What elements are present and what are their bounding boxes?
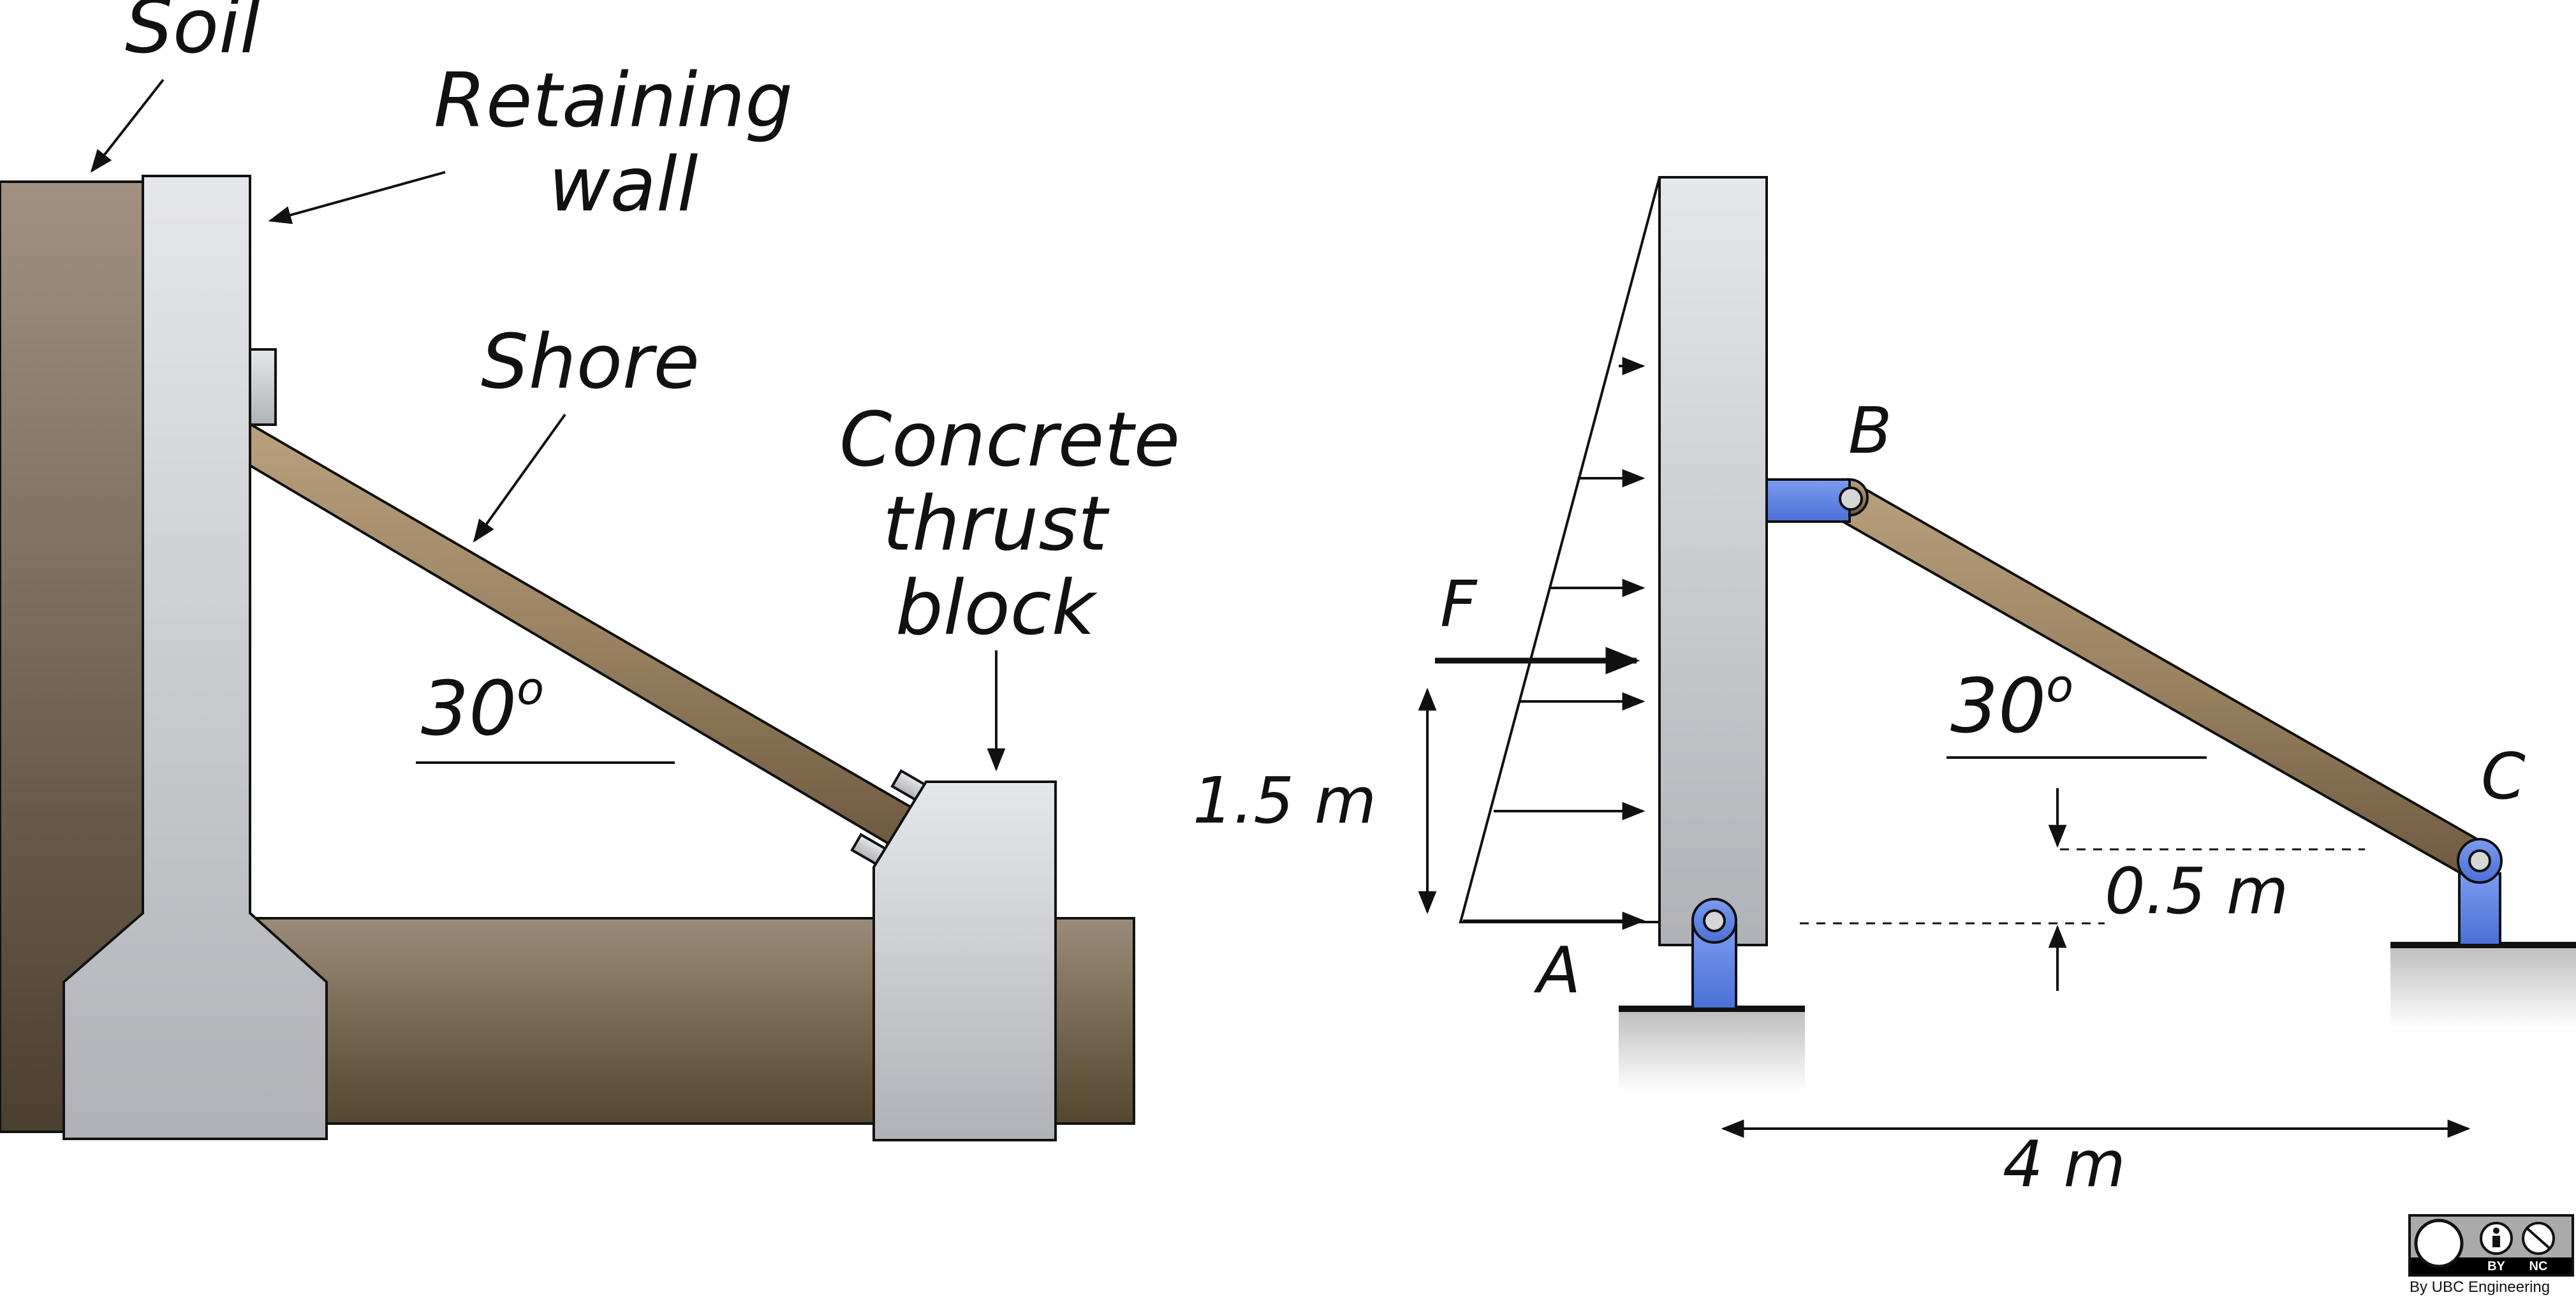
shore-label: Shore xyxy=(481,318,700,406)
offset-dimension-label: 0.5 m xyxy=(2105,854,2288,928)
right-figure: F 1.5 m A B C 30o xyxy=(1193,176,2576,1201)
by-icon-body xyxy=(2492,1236,2500,1247)
right-angle-value: 30 xyxy=(1950,662,2046,750)
bracket-b xyxy=(1765,478,1851,523)
by-text: BY xyxy=(2487,1259,2505,1273)
point-a-label: A xyxy=(1533,933,1580,1008)
right-angle-unit: o xyxy=(2046,660,2073,712)
support-c-post xyxy=(2458,872,2501,946)
left-angle-label: 30o xyxy=(421,663,544,752)
by-icon-head xyxy=(2493,1227,2499,1234)
left-angle-unit: o xyxy=(517,663,544,715)
soil-pointer xyxy=(90,78,165,173)
retaining-wall xyxy=(63,175,328,1140)
pin-a xyxy=(1703,909,1726,932)
thrust-block-label-line2: thrust xyxy=(883,480,1110,568)
span-dimension-label: 4 m xyxy=(2003,1127,2126,1201)
shore-pointer xyxy=(473,413,566,543)
retaining-wall-label-line1: Retaining xyxy=(434,56,793,144)
cc-icon-text: cc xyxy=(2426,1231,2452,1257)
left-angle-value: 30 xyxy=(421,664,517,752)
shore-member xyxy=(1830,478,2488,879)
thrust-block xyxy=(872,780,1057,1141)
pin-b xyxy=(1839,487,1863,511)
license-badge: cc $ BY NC By UBC Engineering xyxy=(2408,1214,2574,1296)
distributed-load-arrows xyxy=(1463,356,1645,930)
ground-c xyxy=(2390,945,2576,1028)
point-c-label: C xyxy=(2481,739,2526,814)
thrust-block-label-line1: Concrete xyxy=(839,395,1180,483)
wall-member xyxy=(1658,176,1768,946)
right-angle-label: 30o xyxy=(1950,660,2073,750)
retaining-wall-label-line2: wall xyxy=(548,140,698,228)
retaining-wall-pointer xyxy=(268,171,446,224)
wall-bearing-plate xyxy=(249,348,277,426)
license-credit: By UBC Engineering xyxy=(2410,1279,2550,1296)
point-b-label: B xyxy=(1848,393,1892,468)
soil-label: Soil xyxy=(125,0,261,70)
pin-c xyxy=(2468,849,2491,872)
force-label: F xyxy=(1440,567,1478,641)
nc-icon-strike xyxy=(2526,1227,2551,1250)
height-dimension-label: 1.5 m xyxy=(1193,763,1376,838)
cc-icon xyxy=(2414,1219,2464,1268)
ground-a xyxy=(1619,1009,1805,1092)
shore-strut xyxy=(249,421,915,850)
left-figure: Soil Retaining wall Shore Concrete thrus… xyxy=(0,0,1180,1141)
thrust-block-label-line3: block xyxy=(895,564,1098,652)
nc-text: NC xyxy=(2529,1259,2548,1273)
